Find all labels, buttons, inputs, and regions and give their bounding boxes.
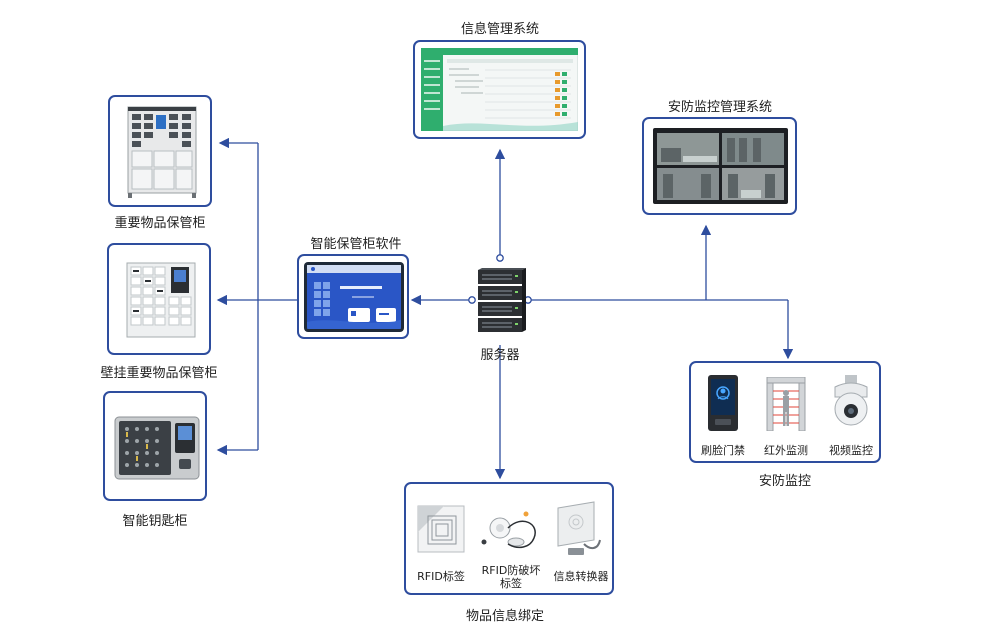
ptz-camera-icon	[834, 375, 868, 426]
security-monitoring-box: 刷脸门禁 红外监测 视频监控	[689, 361, 881, 463]
cabinet-software-box	[297, 254, 409, 339]
security-system-title: 安防监控管理系统	[667, 100, 772, 115]
video-monitoring-label: 视频监控	[829, 444, 873, 457]
converter-label: 信息转换器	[553, 570, 609, 583]
server-left-node	[468, 296, 476, 304]
rfid-tag-icon	[417, 505, 465, 553]
item-binding-title: 物品信息绑定	[465, 609, 544, 624]
rfid-tag-label: RFID标签	[417, 570, 465, 583]
software-tablet	[304, 262, 404, 332]
infrared-gate-icon	[766, 377, 806, 431]
infrared-label: 红外监测	[764, 444, 808, 457]
wall-cabinet-label: 壁挂重要物品保管柜	[100, 366, 218, 381]
key-cabinet-label: 智能钥匙柜	[122, 514, 188, 529]
surveillance-monitor	[653, 128, 788, 204]
important-cabinet-label: 重要物品保管柜	[114, 216, 206, 231]
key-cabinet-icon	[114, 416, 200, 480]
key-cabinet-box	[103, 391, 207, 501]
server-label: 服务器	[480, 348, 520, 363]
face-gate-icon	[708, 375, 738, 431]
wall-cabinet-icon	[126, 262, 196, 338]
converter-icon	[557, 501, 601, 555]
security-monitoring-title: 安防监控	[758, 474, 811, 489]
cabinet-icon	[127, 106, 197, 198]
important-cabinet-box	[108, 95, 212, 207]
rfid-anti-tamper-label-line2: 标签	[500, 577, 522, 590]
server-rack-icon	[478, 268, 526, 332]
cabinet-software-title: 智能保管柜软件	[310, 237, 402, 252]
face-gate-label: 刷脸门禁	[701, 444, 745, 457]
server-top-node	[496, 254, 504, 262]
wall-cabinet-box	[107, 243, 211, 355]
info-system-title: 信息管理系统	[460, 22, 539, 37]
info-system-box	[413, 40, 586, 139]
rfid-anti-tamper-label-line1: RFID防破坏	[481, 564, 541, 577]
security-system-box	[642, 117, 797, 215]
anti-tamper-tag-icon	[481, 511, 536, 549]
info-system-screenshot	[421, 48, 578, 131]
item-binding-box: RFID标签 RFID防破坏 标签 信息转换器	[404, 482, 614, 595]
